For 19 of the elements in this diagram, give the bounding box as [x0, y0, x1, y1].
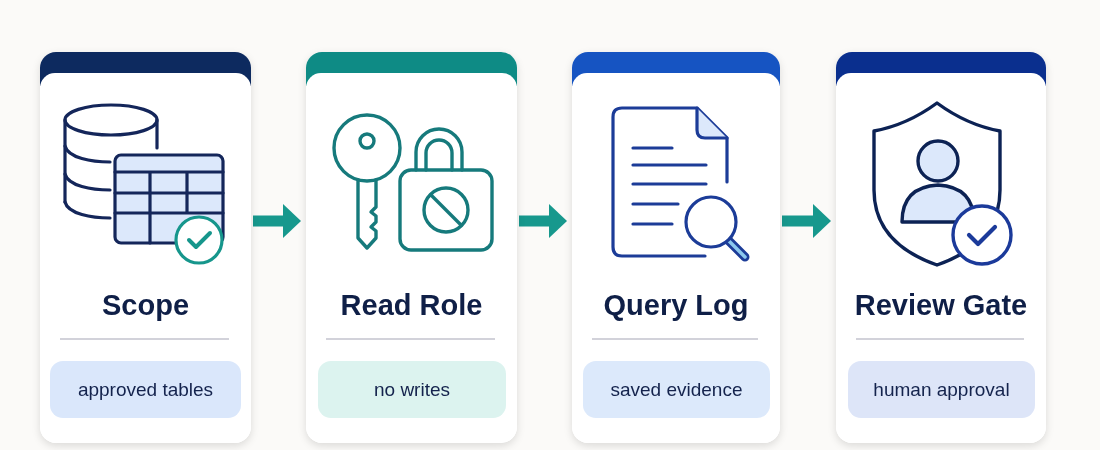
note-text: approved tables: [77, 378, 214, 401]
note-pill: [583, 361, 770, 418]
note-text: no writes: [374, 378, 450, 401]
step-card: [306, 52, 517, 443]
step-card: [572, 52, 780, 443]
note-pill: [848, 361, 1035, 418]
note-pill: [50, 361, 241, 418]
arrow: [782, 204, 831, 238]
arrow: [519, 204, 567, 238]
step-card: [836, 52, 1046, 443]
step-title: Scope: [101, 288, 190, 323]
note-text: saved evidence: [610, 378, 743, 401]
step-card: [40, 52, 251, 443]
step-title: Read Role: [339, 288, 484, 323]
step-title: Review Gate: [853, 288, 1029, 323]
note-pill: [318, 361, 506, 418]
note-text: human approval: [873, 378, 1010, 401]
step-title: Query Log: [602, 288, 750, 323]
arrow: [253, 204, 301, 238]
